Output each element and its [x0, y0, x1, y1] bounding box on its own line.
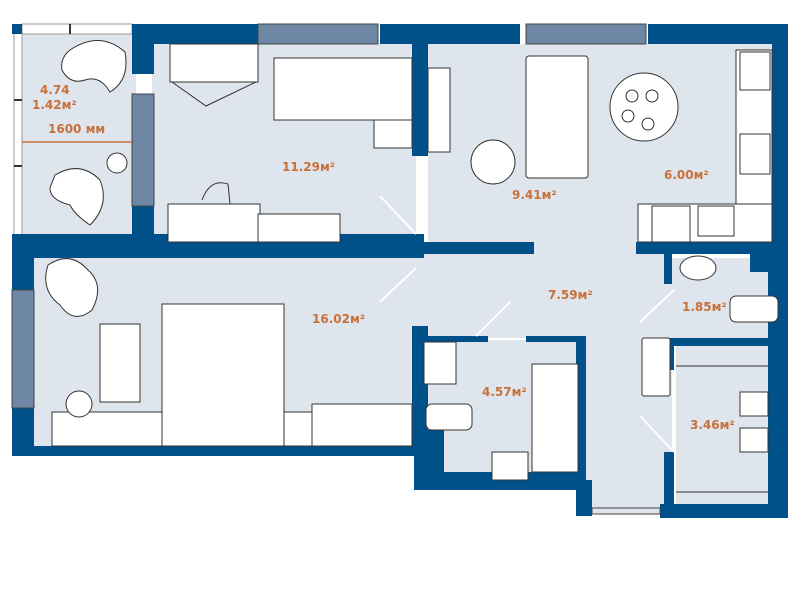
dresser: [51, 411, 163, 447]
bedroom-small-area-label: 11.29м²: [282, 160, 336, 174]
toilet-area-label: 1.85м²: [682, 300, 727, 314]
tv-stand: [257, 213, 341, 243]
fridge: [739, 51, 771, 91]
window-balcony-door: [131, 93, 155, 207]
kitchen-furniture: [637, 49, 773, 243]
hallway-floor: [416, 242, 672, 338]
windows: [11, 23, 661, 515]
kitchen-area-label: 6.00м²: [664, 168, 709, 182]
washing-machine: [423, 341, 457, 385]
toilet-bath: [425, 403, 473, 431]
round-rug: [470, 139, 516, 185]
washbasin-bath: [491, 451, 529, 481]
balcony-dimension-label: 1600 мм: [48, 122, 106, 136]
armchair-top: [61, 40, 127, 93]
crib: [99, 323, 141, 403]
balcony-fraction-top: 4.74: [40, 83, 70, 97]
wardrobe-small: [169, 43, 259, 83]
window-hall: [591, 507, 661, 515]
sofa: [525, 55, 589, 179]
balcony-area-label: 1.42м²: [32, 98, 77, 112]
bathtub: [531, 363, 579, 473]
living-furniture: [427, 55, 679, 185]
living-room-area-label: 9.41м²: [512, 188, 557, 202]
dining-table: [609, 72, 679, 142]
bedroom-master-area-label: 16.02м²: [312, 312, 366, 326]
tv-unit-living: [427, 67, 451, 153]
toilet-wc: [729, 295, 779, 323]
side-table: [106, 152, 128, 174]
toilet-furniture: [679, 255, 779, 323]
wardrobe-floor: [676, 346, 778, 504]
wardrobe-area-label: 3.46м²: [690, 418, 735, 432]
stove: [739, 133, 771, 175]
kitchen-sink: [697, 205, 735, 237]
desk: [167, 203, 261, 243]
nightstand-master: [283, 411, 315, 447]
door-swings: [379, 195, 675, 453]
bedroom-master-furniture: [45, 258, 413, 447]
hallway-area-label: 7.59м²: [548, 288, 593, 302]
bathroom-area-label: 4.57м²: [482, 385, 527, 399]
double-bed: [161, 303, 285, 447]
wardrobe-master: [311, 403, 413, 447]
bedroom-small-furniture: [167, 43, 413, 243]
window-master: [11, 289, 35, 409]
armchair-master: [45, 258, 99, 317]
armchair-bottom: [49, 168, 104, 226]
nightstand-small: [373, 119, 413, 149]
window-bedroom-small: [257, 23, 379, 45]
window-living: [525, 23, 647, 45]
bathroom-furniture: [423, 341, 579, 481]
balcony-furniture: [22, 40, 132, 226]
shoe-rack: [641, 337, 671, 397]
bed-small: [273, 57, 413, 121]
sink-toilet: [679, 255, 717, 281]
dishwasher: [651, 205, 691, 243]
hallway-furniture: [641, 337, 769, 493]
